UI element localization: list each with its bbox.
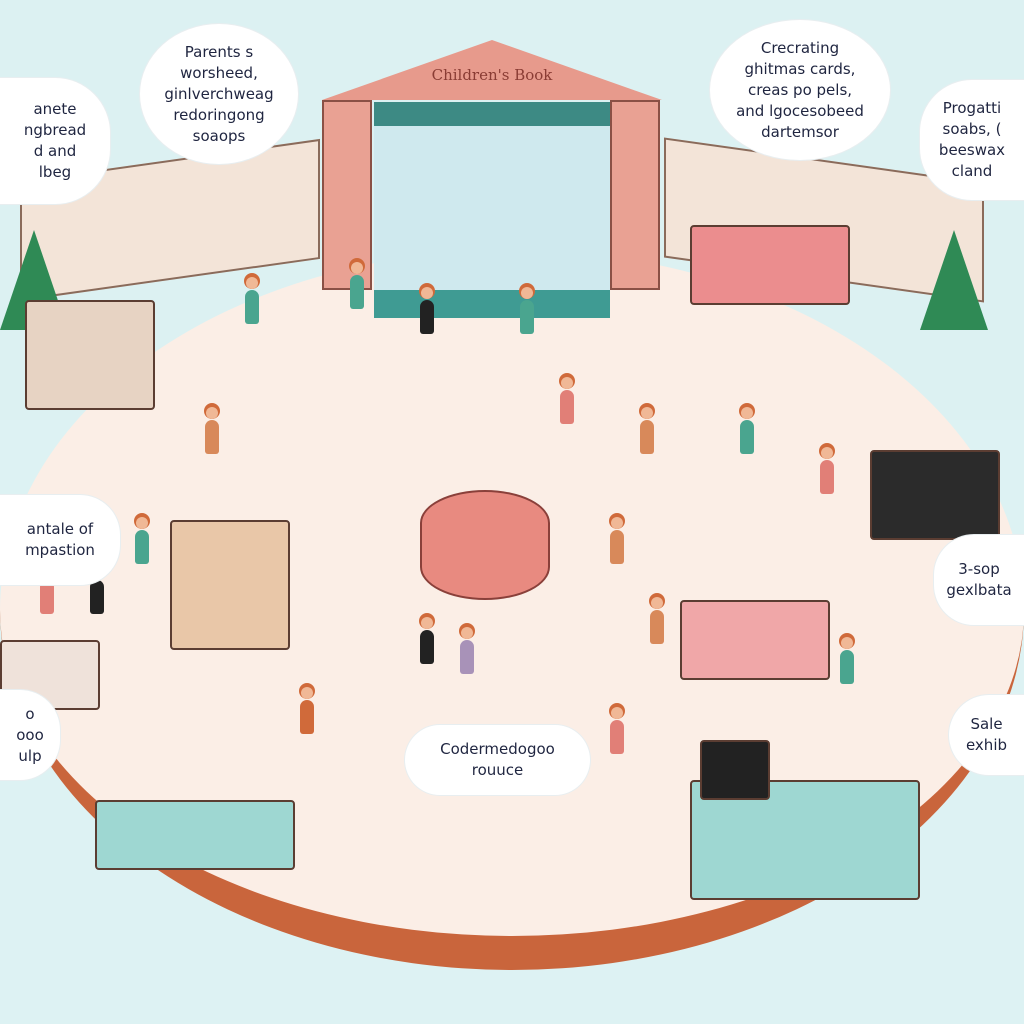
bubble-text: Progatti: [942, 99, 1002, 117]
person: [520, 287, 534, 334]
bubble-text: d and: [33, 142, 77, 160]
speech-bubble: o ooo ulp: [0, 690, 60, 780]
speech-bubble: Sale exhib: [949, 695, 1024, 775]
person: [245, 277, 259, 324]
person: [460, 627, 474, 674]
bubble-text: Crecrating: [760, 38, 840, 57]
gingerbread-village-centerpiece: [420, 490, 550, 600]
bubble-text: o: [25, 704, 35, 723]
monitor: [700, 740, 770, 800]
booth: [870, 450, 1000, 540]
person: [300, 687, 314, 734]
bubble-text: dartemsor: [761, 122, 839, 141]
speech-bubble: Codermedogoo rouuce: [405, 725, 590, 795]
person: [560, 377, 574, 424]
bubble-text: Parents s: [184, 42, 254, 61]
bubble-text: soaops: [192, 126, 246, 145]
speech-bubble: Progatti soabs, ( beeswax cland: [920, 80, 1024, 200]
person: [610, 707, 624, 754]
booth: [25, 300, 155, 410]
person: [40, 567, 54, 614]
person: [205, 407, 219, 454]
stage-tower-right: [610, 100, 660, 290]
person: [135, 517, 149, 564]
bubble-text: ulp: [18, 746, 42, 765]
bubble-text: ghitmas cards,: [744, 59, 856, 78]
speech-bubble: antale of mpastion: [0, 495, 120, 585]
bubble-text: ooo: [16, 725, 44, 744]
speech-bubble: 3-sop gexlbata: [934, 535, 1024, 625]
booth: [680, 600, 830, 680]
bubble-text: beeswax: [938, 141, 1006, 159]
person: [350, 262, 364, 309]
computer-desk: [690, 780, 920, 900]
christmas-tree-right: [920, 230, 988, 330]
bubble-text: soabs, (: [942, 120, 1002, 138]
bubble-text: Sale: [970, 715, 1003, 733]
bubble-text: Codermedogoo: [440, 740, 555, 758]
booth: [170, 520, 290, 650]
bubble-text: creas po pels,: [747, 80, 853, 99]
stage-interior: [374, 102, 610, 290]
person: [90, 567, 104, 614]
person: [740, 407, 754, 454]
bubble-text: 3-sop: [958, 560, 1000, 578]
stage-tower-left: [322, 100, 372, 290]
speech-bubble: anete ngbread d and lbeg: [0, 78, 110, 204]
bubble-text: anete: [33, 100, 77, 118]
bubble-text: rouuce: [471, 761, 524, 779]
bubble-text: exhib: [965, 736, 1008, 754]
bubble-text: and lgocesobeed: [736, 101, 864, 120]
bubble-text: cland: [951, 162, 993, 180]
person: [420, 617, 434, 664]
person: [610, 517, 624, 564]
bubble-text: ginlverchweag: [164, 84, 274, 103]
bubble-text: lbeg: [38, 163, 72, 181]
speech-bubble: Parents s worsheed, ginlverchweag redori…: [140, 24, 298, 164]
speech-bubble: Crecrating ghitmas cards, creas po pels,…: [710, 20, 890, 160]
person: [640, 407, 654, 454]
bubble-text: antale of: [26, 520, 94, 538]
person: [840, 637, 854, 684]
bubble-text: redoringong: [173, 105, 265, 124]
bubble-text: worsheed,: [180, 63, 258, 82]
computer-desk: [95, 800, 295, 870]
childrens-book-stage: Children's Book: [322, 40, 662, 318]
stage-sign: Children's Book: [431, 66, 553, 84]
stage-roof: [322, 40, 662, 100]
person: [820, 447, 834, 494]
bubble-text: mpastion: [25, 541, 95, 559]
booth: [690, 225, 850, 305]
person: [650, 597, 664, 644]
person: [420, 287, 434, 334]
bubble-text: ngbread: [23, 121, 87, 139]
bubble-text: gexlbata: [946, 581, 1012, 599]
stage-front: [374, 290, 610, 318]
